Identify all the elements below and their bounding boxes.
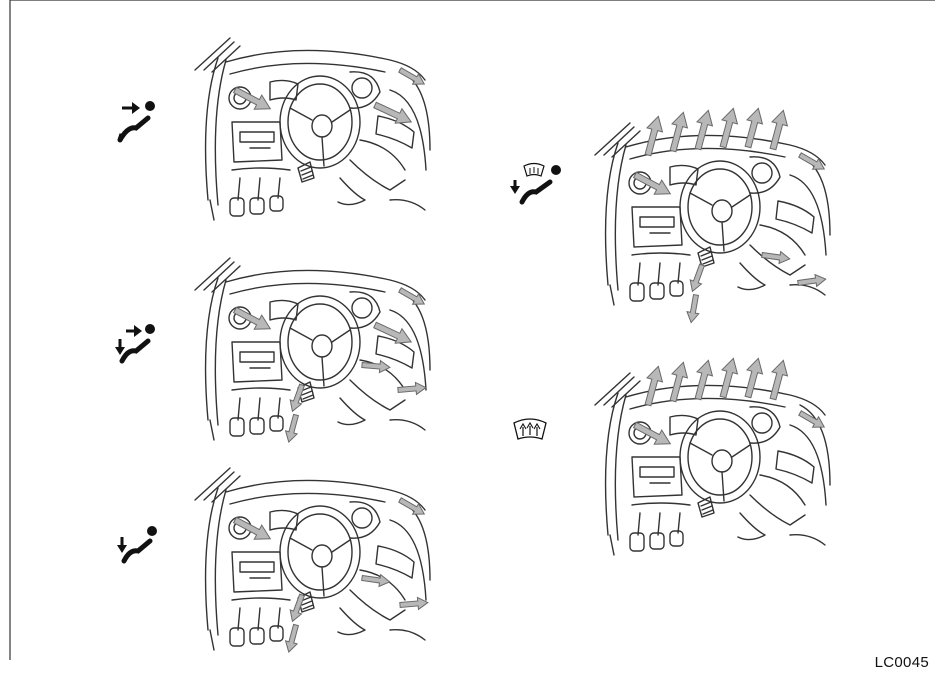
figure-code: LC0045 [875, 654, 929, 671]
bi-level-mode-icon [115, 324, 155, 361]
defrost-mode-icon [514, 419, 546, 439]
panel-defrost-foot-mode [595, 106, 830, 323]
panel-vent-mode [195, 38, 430, 220]
panel-bi-level-mode [195, 258, 430, 444]
panel-foot-mode [195, 468, 430, 654]
panel-defrost-mode [595, 356, 830, 555]
defrost-foot-mode-icon [510, 164, 561, 203]
vent-mode-icon [120, 101, 155, 140]
foot-mode-icon [117, 526, 157, 561]
